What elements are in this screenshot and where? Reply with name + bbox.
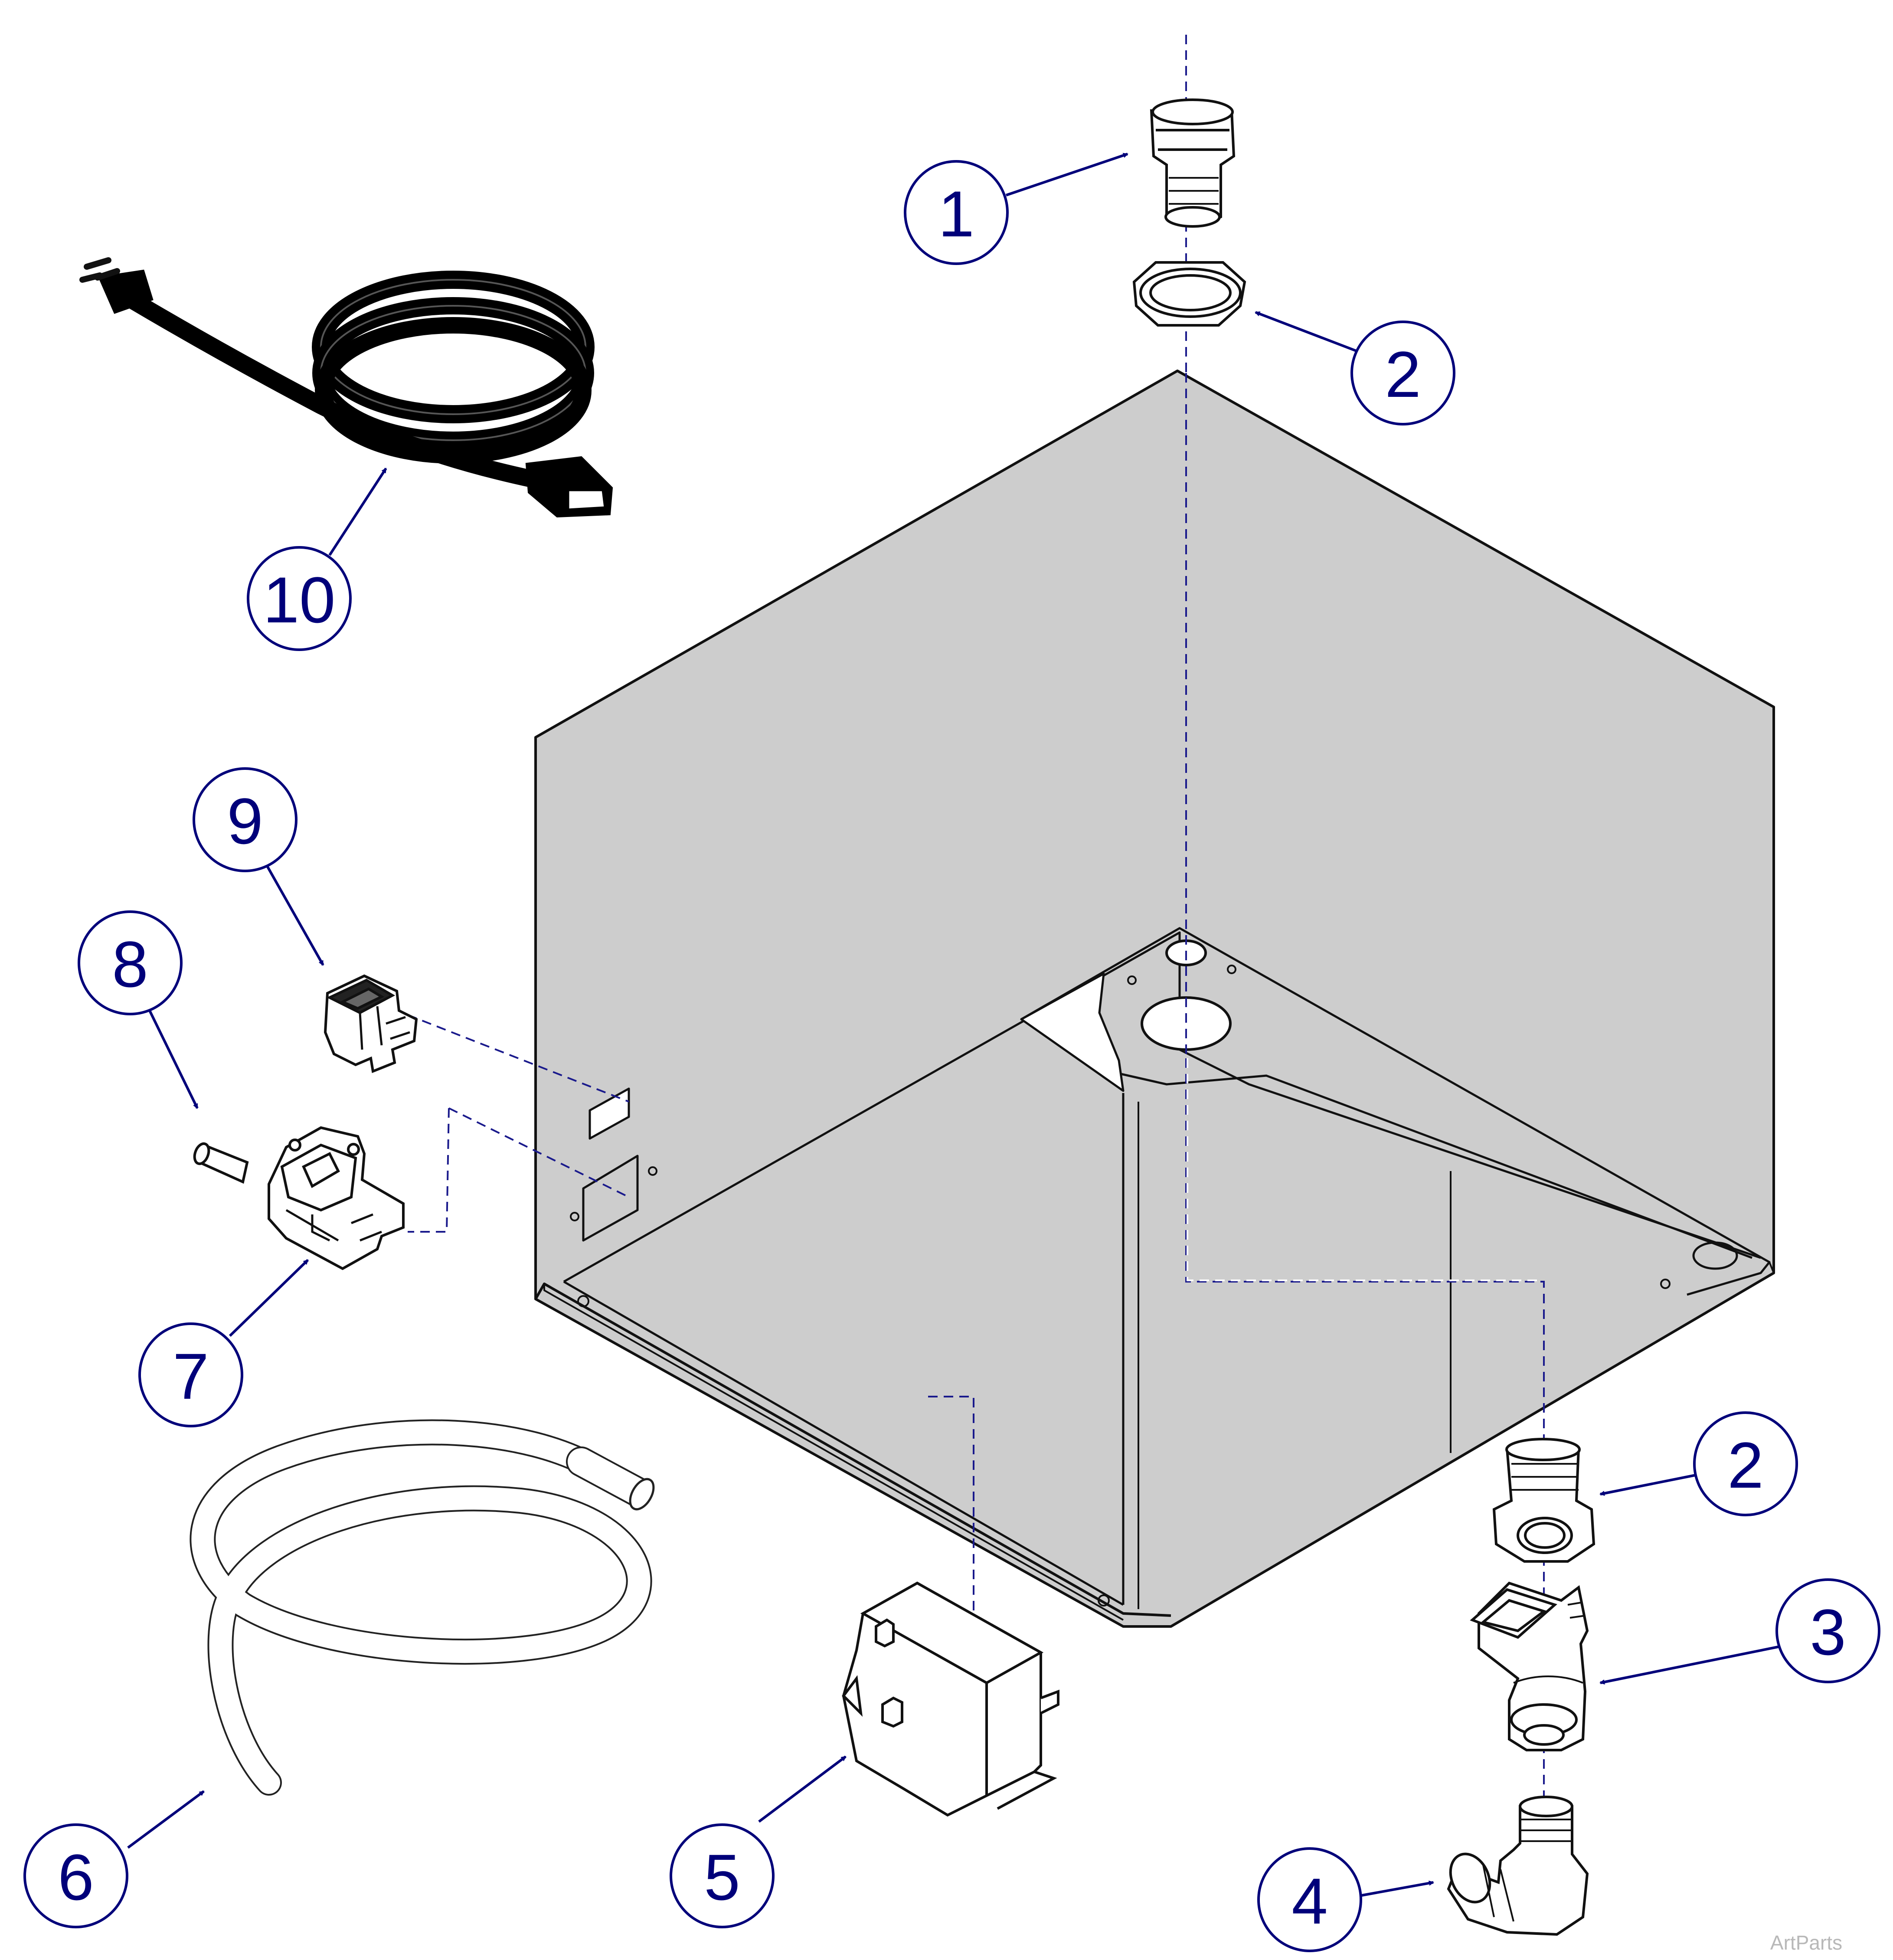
axis-white-segment [1187, 1058, 1543, 1281]
svg-text:7: 7 [173, 1340, 209, 1413]
svg-text:4: 4 [1291, 1865, 1327, 1937]
callout-6: 6 [23, 1823, 128, 1928]
leader-2a [1255, 311, 1358, 353]
leader-4 [1361, 1880, 1434, 1897]
adapter-fitting-icon [1492, 1438, 1595, 1563]
svg-text:3: 3 [1810, 1596, 1846, 1669]
callout-5: 5 [670, 1823, 775, 1928]
svg-text:10: 10 [263, 563, 336, 636]
jam-nut-icon [1132, 261, 1246, 327]
leader-1 [1006, 153, 1128, 196]
leader-7 [229, 1259, 309, 1337]
callout-9: 9 [193, 767, 298, 872]
svg-text:9: 9 [227, 785, 263, 857]
fitting-icon [1150, 98, 1236, 228]
svg-text:8: 8 [112, 928, 148, 1001]
callout-4: 4 [1257, 1847, 1362, 1952]
fuse-icon [193, 1142, 249, 1184]
callout-1: 1 [904, 160, 1009, 265]
svg-text:5: 5 [704, 1841, 740, 1914]
svg-text:2: 2 [1727, 1429, 1763, 1502]
svg-text:2: 2 [1385, 338, 1421, 411]
leader-5 [758, 1755, 847, 1823]
leader-10 [328, 468, 387, 556]
callout-7: 7 [138, 1322, 243, 1427]
leader-2b [1599, 1473, 1698, 1496]
power-entry-module-icon [268, 1126, 405, 1270]
leader-9 [265, 864, 324, 966]
transformer-icon [842, 1581, 1059, 1817]
svg-text:1: 1 [938, 177, 974, 250]
svg-text:6: 6 [58, 1841, 94, 1914]
callout-10: 10 [247, 546, 352, 651]
power-cord-icon [79, 257, 613, 518]
rocker-switch-icon [324, 974, 418, 1073]
callout-2-top: 2 [1350, 321, 1455, 425]
drain-hose-icon [190, 1419, 655, 1796]
leader-8 [148, 1010, 199, 1109]
hose-barb-elbow-icon [1447, 1796, 1589, 1936]
leader-3 [1599, 1643, 1794, 1685]
cabinet-icon [534, 370, 1775, 1628]
leader-lines [127, 153, 1794, 1897]
street-elbow-icon [1470, 1581, 1589, 1751]
leader-6 [127, 1790, 205, 1849]
artparts-watermark: ArtParts [1770, 1931, 1842, 1954]
callout-3: 3 [1775, 1578, 1880, 1683]
callout-2-bottom: 2 [1693, 1411, 1798, 1516]
callout-8: 8 [78, 910, 183, 1015]
